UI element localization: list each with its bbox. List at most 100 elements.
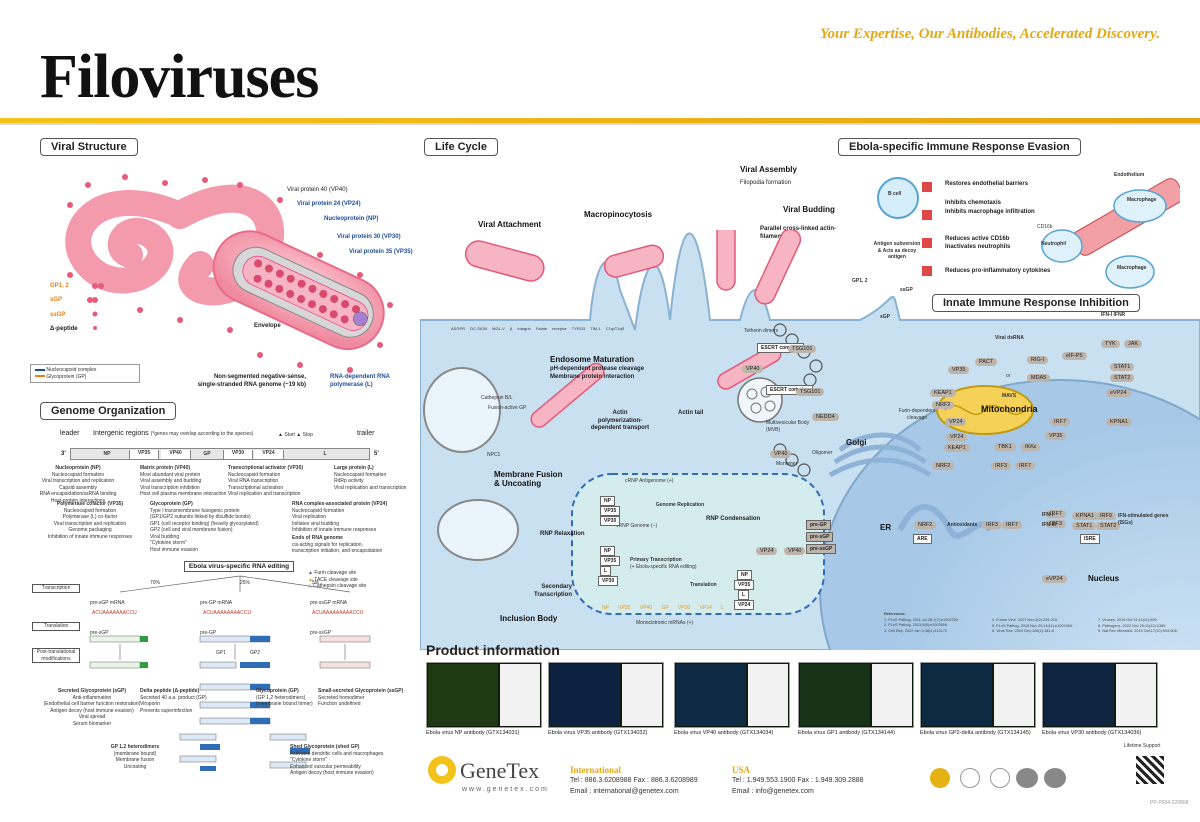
intl-email[interactable]: Email : international@genetex.com — [570, 788, 679, 795]
product-name: Ebola virus GP2-delta antibody (GTX13414… — [920, 730, 1031, 736]
label-genome: Non-segmented negative-sense, single-str… — [197, 374, 306, 388]
step-assembly: Viral Assembly — [740, 165, 797, 174]
out-gp12: GP 1,2 heterodimers(membrane bound)Membr… — [110, 744, 160, 770]
label-ssgp-imm: ssGP — [900, 287, 913, 293]
product-name: Ebola virus VP30 antibody (GTX134036) — [1042, 730, 1142, 736]
step-macropinocytosis: Macropinocytosis — [584, 210, 653, 219]
product-card-vp35[interactable]: Ebola virus VP35 antibody (GTX134032) — [548, 662, 664, 736]
qr-code-icon[interactable] — [1136, 756, 1164, 784]
node-evp24: eVP24 — [1106, 389, 1131, 397]
label-3prime: 3' — [61, 451, 66, 457]
product-card-vp30[interactable]: Ebola virus VP30 antibody (GTX134036) — [1042, 662, 1158, 736]
label-genome-rep: Genome Replication — [655, 502, 705, 508]
pre-ssgp: pre-ssGP — [310, 630, 332, 636]
label-np: Nucleoprotein (NP) — [324, 216, 379, 222]
label-vp30: Viral protein 30 (VP30) — [337, 234, 401, 240]
node-nrf2: NRF2 — [932, 401, 955, 409]
product-card-vp40[interactable]: Ebola virus VP40 antibody (GTX134034) — [674, 662, 790, 736]
out-ssgp: Small-secreted Glycoprotein (ssGP)Secret… — [318, 688, 404, 707]
desc-vp40: Matrix protein (VP40)Most abundant viral… — [140, 465, 227, 497]
label-gp12-imm: GP1, 2 — [852, 278, 868, 284]
section-life-cycle: Life Cycle — [424, 138, 498, 156]
desc-vp30: Transcriptional activator (VP30)Nucleoca… — [228, 465, 304, 497]
virion-illustration — [65, 174, 393, 373]
label-npc1: NPC1 — [487, 452, 501, 458]
label-rnp-cond: RNP Condensation — [706, 516, 761, 522]
label-filopodia: Filopodia formation — [740, 180, 792, 186]
product-card-np[interactable]: Ebola virus NP antibody (GTX134031) — [426, 662, 542, 736]
cell-neutrophil: Neutrophil — [1041, 241, 1066, 247]
product-card-gp1[interactable]: Ebola virus GP1 antibody (GTX134144) — [798, 662, 914, 736]
gene-vp30: VP30 — [223, 450, 253, 459]
product-card-gp2[interactable]: Ebola virus GP2-delta antibody (GTX13414… — [920, 662, 1036, 736]
effect-0: Restores endothelial barriers — [945, 181, 1029, 187]
usa-email[interactable]: Email : info@genetex.com — [732, 788, 814, 795]
cell-endothelium: Endothelium — [1114, 172, 1145, 178]
label-cd16b: CD16b — [1037, 224, 1053, 230]
pill-tsg101-1: TSG101 — [788, 345, 817, 353]
node-keap1: KEAP1 — [930, 389, 956, 397]
label-gp12: GP1, 2 — [50, 283, 69, 289]
desc-np: Nucleoprotein (NP)Nucleocapsid formation… — [39, 465, 117, 504]
label-antiox: Antioxidants — [947, 522, 978, 528]
glycoprotein-icons — [92, 283, 104, 330]
label-sgp-imm: sGP — [880, 314, 891, 320]
step-attachment: Viral Attachment — [478, 220, 542, 229]
label-subversion: Antigen subversion & Acts as decoy antig… — [873, 241, 921, 260]
mrna-gp: pre-GP mRNA — [200, 600, 233, 606]
label-vrna: vRNP Genome (−) — [616, 523, 658, 529]
label-ifn3: IFN-III — [1042, 522, 1056, 528]
gene-np: NP — [103, 451, 111, 457]
brand-url[interactable]: www.genetex.com — [462, 786, 549, 793]
box-vp30-2: VP30 — [598, 576, 619, 586]
label-golgi: Golgi — [846, 438, 867, 447]
pill-vp40-2: VP40 — [770, 450, 792, 458]
tagline: Your Expertise, Our Antibodies, Accelera… — [820, 26, 1160, 42]
section-genome-organization: Genome Organization — [40, 402, 177, 420]
label-ifn1: IFN-I — [1042, 512, 1054, 518]
gene-vp24: VP24 — [254, 450, 284, 459]
label-actin: Parallel cross-linked actin-filaments — [760, 226, 837, 240]
pill-vp40-lc: VP40 — [742, 365, 764, 373]
header-gold-bar — [0, 118, 1200, 123]
genetex-logo-icon — [428, 756, 456, 784]
label-primary2: (+ Ebola-specific RNA editing) — [630, 564, 697, 570]
node-irf3-nuc2: IRF3 — [1046, 520, 1066, 528]
label-er: ER — [880, 523, 892, 532]
product-name: Ebola virus VP40 antibody (GTX134034) — [674, 730, 774, 736]
percent-5: 5% — [312, 580, 320, 586]
node-tbk1: TBK1 — [994, 443, 1016, 451]
percent-25: 25% — [240, 580, 251, 586]
usa-tel: Tel : 1.949.553.1900 Fax : 1.949.309.288… — [732, 777, 864, 784]
label-vp24: Viral protein 24 (VP24) — [297, 201, 361, 207]
iso-badge-icon-2 — [1044, 768, 1066, 788]
award-badge-icon — [930, 768, 950, 788]
label-actin-transport: Actin polymerization-dependent transport — [590, 410, 650, 431]
seq-sgp: ACUAAAAAAACCU — [92, 610, 137, 616]
label-primary: Primary Transcription — [630, 557, 682, 563]
page-title: Filoviruses — [40, 43, 319, 111]
label-gp1: GP1 — [216, 650, 227, 656]
percent-70: 70% — [150, 580, 161, 586]
label-vp40: Viral protein 40 (VP40) — [287, 187, 348, 193]
gene-vp40: VP40 — [161, 450, 191, 459]
box-pre-sgp: pre-sGP — [806, 532, 834, 542]
node-irf7: IRF7 — [1050, 418, 1070, 426]
box-vp30: VP30 — [600, 516, 621, 526]
since-badge-icon — [990, 768, 1010, 788]
pre-sgp: pre-sGP — [90, 630, 109, 636]
label-oligomer: Oligomer — [812, 450, 833, 456]
cell-macrophage-2: Macrophage — [1117, 265, 1147, 271]
label-mono: Monocistronic mRNAs (+) — [636, 620, 694, 626]
usa-title: USA — [732, 765, 751, 775]
mrna-ssgp: pre-ssGP mRNA — [310, 600, 348, 606]
node-stat1-nuc: STAT1 — [1072, 522, 1097, 530]
product-row: Ebola virus NP antibody (GTX134031) Ebol… — [426, 662, 1178, 740]
box-are: ARE — [913, 534, 932, 544]
node-vp24: VP24 — [945, 418, 967, 426]
node-irf7-2: IRF7 — [1015, 462, 1035, 470]
product-image — [1042, 662, 1158, 728]
label-nucleus: Nucleus — [1088, 574, 1120, 583]
